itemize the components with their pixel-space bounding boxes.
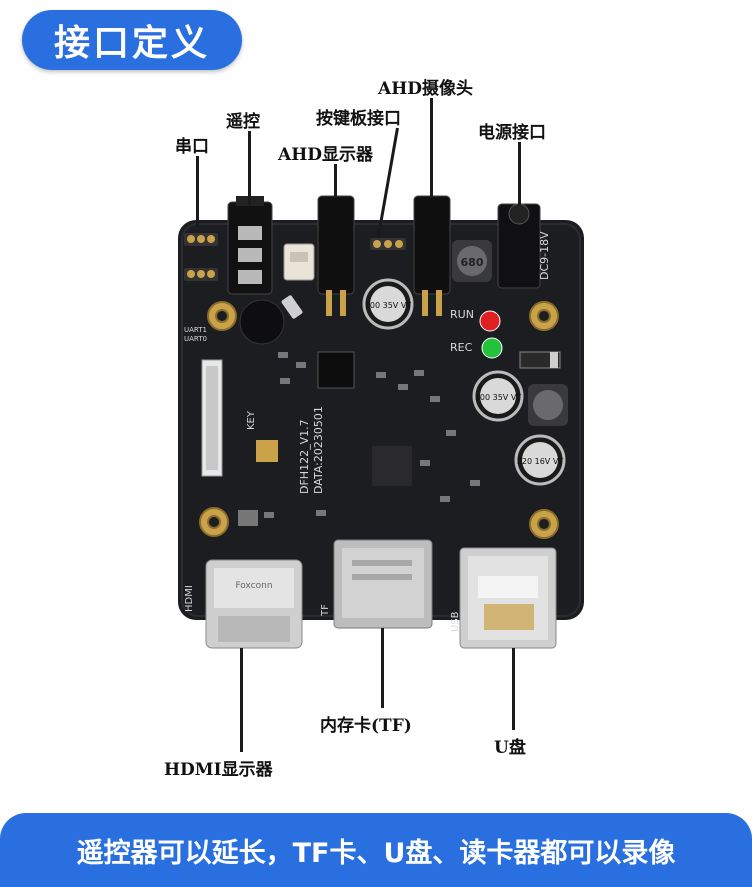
silk-uart1: UART1 [184, 326, 207, 334]
label-remote: 遥控 [226, 112, 260, 132]
svg-text:100 35V VT: 100 35V VT [365, 301, 411, 310]
footer-banner: 遥控器可以延长，TF卡、U盘、读卡器都可以录像 [0, 813, 752, 887]
leader-remote [248, 131, 251, 205]
capacitor-1: 100 35V VT [362, 278, 414, 330]
leader-usb [512, 648, 515, 730]
silk-dc: DC9-18V [538, 231, 551, 280]
keyboard-header [370, 238, 406, 250]
usb-port [459, 547, 557, 649]
silk-model: DFH122_V1.7 [298, 419, 311, 494]
remote-jack [227, 196, 273, 295]
leader-power [518, 142, 521, 206]
led-rec [481, 337, 503, 359]
leader-ahd-camera [430, 98, 433, 198]
silk-rec: REC [450, 341, 473, 354]
label-uart: 串口 [175, 137, 209, 157]
capacitor-2: 100 35V VT [472, 370, 524, 422]
label-usb: U盘 [494, 738, 526, 758]
key-button [256, 440, 278, 462]
silk-run: RUN [450, 308, 474, 321]
svg-text:100 35V VT: 100 35V VT [475, 393, 521, 402]
tf-slot [333, 539, 433, 629]
ahd-camera-jack [413, 195, 451, 316]
silk-tf: TF [320, 604, 331, 617]
leader-uart [196, 156, 199, 228]
label-keyboard: 按键板接口 [316, 109, 401, 129]
buzzer [239, 299, 285, 345]
leader-hdmi [240, 648, 243, 752]
led-run [479, 310, 501, 332]
power-jack [497, 203, 541, 289]
silk-hdmi: HDMI [184, 585, 195, 612]
silk-key: KEY [246, 410, 257, 430]
smd-components [238, 352, 480, 526]
svg-text:680: 680 [461, 256, 484, 269]
label-hdmi: HDMI显示器 [164, 760, 273, 780]
label-tf: 内存卡(TF) [320, 716, 412, 736]
svg-text:Foxconn: Foxconn [235, 581, 272, 591]
silk-date: DATA:20230501 [312, 406, 325, 494]
capacitor-3: 220 16V VT [514, 434, 566, 486]
label-power: 电源接口 [478, 123, 546, 143]
label-ahd-camera: AHD摄像头 [378, 79, 473, 99]
silk-usb: USB [450, 611, 461, 632]
uart-header [184, 233, 218, 281]
page-title: 接口定义 [22, 10, 242, 70]
mounting-holes [199, 301, 559, 539]
main-chip [317, 351, 355, 389]
inductor-2 [528, 384, 568, 426]
leader-tf [381, 628, 384, 708]
label-ahd-display: AHD显示器 [278, 145, 373, 165]
silk-uart0: UART0 [184, 335, 207, 343]
hdmi-connector: Foxconn [205, 559, 303, 649]
inductor-top: 680 [452, 240, 492, 282]
leader-ahd-display [334, 164, 337, 198]
svg-text:220 16V VT: 220 16V VT [517, 457, 563, 466]
small-connector [283, 243, 315, 281]
